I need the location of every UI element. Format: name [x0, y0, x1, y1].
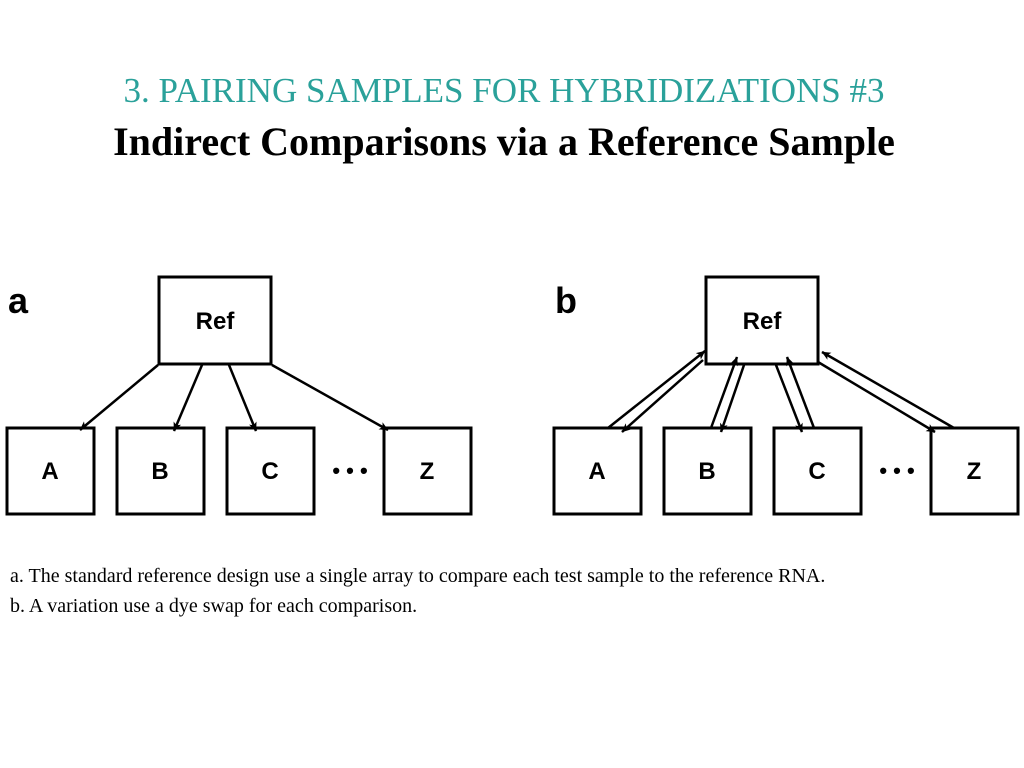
panel-a-arrow-ref-to-c [227, 364, 258, 432]
panel-b-arrow-a-to-ref [607, 350, 706, 429]
panel-a-node-b: B [115, 426, 206, 516]
panel-a-node-z-label: Z [420, 458, 435, 485]
panel-b-ref-label: Ref [743, 308, 783, 335]
panel-b-node-b-label: B [698, 458, 715, 485]
panel-b-ref-node: Ref [704, 275, 820, 366]
panel-b-arrow-ref-to-b [719, 364, 746, 433]
panel-b-node-a: A [552, 426, 643, 516]
panel-a: a Ref A B C Z • • • [5, 275, 473, 516]
panel-b-arrow-ref-to-a [621, 359, 704, 433]
panel-a-node-a: A [5, 426, 96, 516]
panel-a-edges [79, 363, 389, 432]
panel-b-node-z: Z [929, 426, 1020, 516]
panel-a-node-c-label: C [261, 458, 278, 485]
panel-a-arrow-ref-to-a [79, 364, 159, 431]
panel-b-node-c: C [772, 426, 863, 516]
panel-a-node-a-label: A [41, 458, 58, 485]
panel-a-letter: a [8, 280, 29, 321]
panel-a-arrow-ref-to-b [172, 364, 204, 432]
panel-b-node-c-label: C [808, 458, 825, 485]
panel-a-ref-node: Ref [157, 275, 273, 366]
panel-b-letter: b [555, 280, 577, 321]
panel-a-arrow-ref-to-z [271, 363, 389, 432]
panel-a-node-c: C [225, 426, 316, 516]
panel-b: b Ref A B C Z • • • [552, 275, 1020, 516]
slide-title: 3. PAIRING SAMPLES FOR HYBRIDIZATIONS #3 [123, 71, 885, 110]
panel-a-node-z: Z [382, 426, 473, 516]
panel-b-node-z-label: Z [967, 458, 982, 485]
panel-b-edges [607, 350, 955, 434]
caption-panel-a: a. The standard reference design use a s… [10, 565, 826, 587]
panel-b-arrow-z-to-ref [821, 350, 955, 430]
panel-b-arrow-ref-to-c [774, 364, 804, 433]
panel-b-node-a-label: A [588, 458, 605, 485]
panel-b-arrow-c-to-ref [785, 356, 816, 429]
panel-b-ellipsis: • • • [879, 458, 914, 483]
panel-a-ellipsis: • • • [332, 458, 367, 483]
slide-subtitle: Indirect Comparisons via a Reference Sam… [113, 119, 895, 164]
caption-panel-b: b. A variation use a dye swap for each c… [10, 595, 418, 617]
panel-a-node-b-label: B [151, 458, 168, 485]
panel-b-arrow-b-to-ref [709, 356, 739, 429]
panel-b-arrow-ref-to-z [817, 360, 936, 434]
panel-b-node-b: B [662, 426, 753, 516]
panel-a-ref-label: Ref [196, 308, 236, 335]
